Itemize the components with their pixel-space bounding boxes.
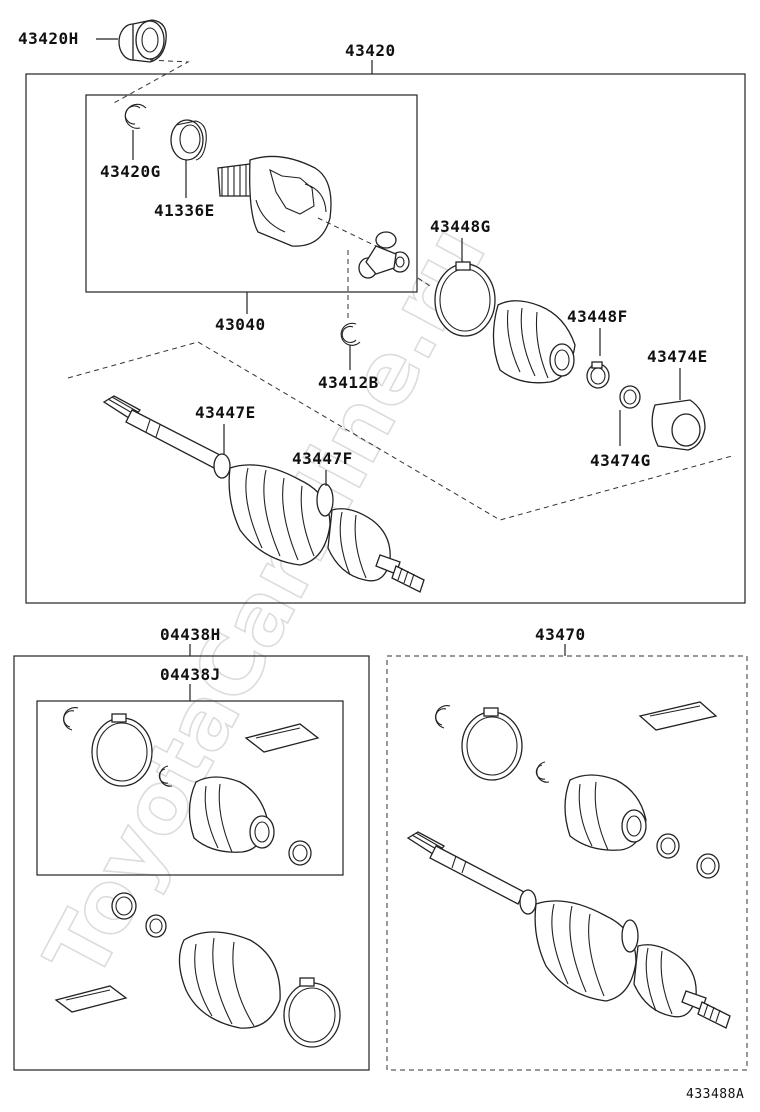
cap-43474e-part[interactable] xyxy=(651,399,706,451)
label-43420g[interactable]: 43420G xyxy=(100,162,161,181)
dash-joint xyxy=(317,217,381,249)
label-43412b[interactable]: 43412B xyxy=(318,373,379,392)
label-43448g[interactable]: 43448G xyxy=(430,217,491,236)
label-43448f[interactable]: 43448F xyxy=(567,307,628,326)
clamp-43448g-part[interactable] xyxy=(434,261,496,337)
boot-inner-part[interactable] xyxy=(492,300,576,384)
label-43447e[interactable]: 43447E xyxy=(195,403,256,422)
seal-43420h-part[interactable] xyxy=(118,19,167,63)
clamp-43448f-part[interactable] xyxy=(586,361,610,389)
dash-exploded-outline xyxy=(67,341,733,521)
kit-04438h-parts[interactable] xyxy=(54,892,341,1048)
drive-shaft-part[interactable] xyxy=(102,395,425,593)
label-43474g[interactable]: 43474G xyxy=(590,451,651,470)
joint-housing-part[interactable] xyxy=(217,155,332,247)
assembly-43420-frame xyxy=(25,73,746,604)
label-43420h[interactable]: 43420H xyxy=(18,29,79,48)
kit-04438h-frame xyxy=(13,655,370,1071)
tripod-part[interactable] xyxy=(358,231,410,279)
dash-joint-link xyxy=(417,277,431,287)
snap-ring-43412b-part[interactable] xyxy=(340,322,361,346)
dash-43420h xyxy=(111,59,190,105)
label-43474e[interactable]: 43474E xyxy=(647,347,708,366)
assembly-43470-frame xyxy=(386,655,748,1071)
kit-04438j-parts[interactable] xyxy=(63,707,320,866)
label-04438j[interactable]: 04438J xyxy=(160,665,221,684)
label-43420[interactable]: 43420 xyxy=(345,41,396,60)
label-04438h[interactable]: 04438H xyxy=(160,625,221,644)
subassembly-43040-frame xyxy=(85,94,418,293)
ring-41336e-part[interactable] xyxy=(170,119,207,161)
label-43447f[interactable]: 43447F xyxy=(292,449,353,468)
diagram-code: 433488A xyxy=(686,1087,744,1102)
label-43040[interactable]: 43040 xyxy=(215,315,266,334)
ring-43474g-part[interactable] xyxy=(619,385,641,409)
assembly-43470-parts[interactable] xyxy=(406,701,731,1029)
label-43470[interactable]: 43470 xyxy=(535,625,586,644)
label-41336e[interactable]: 41336E xyxy=(154,201,215,220)
